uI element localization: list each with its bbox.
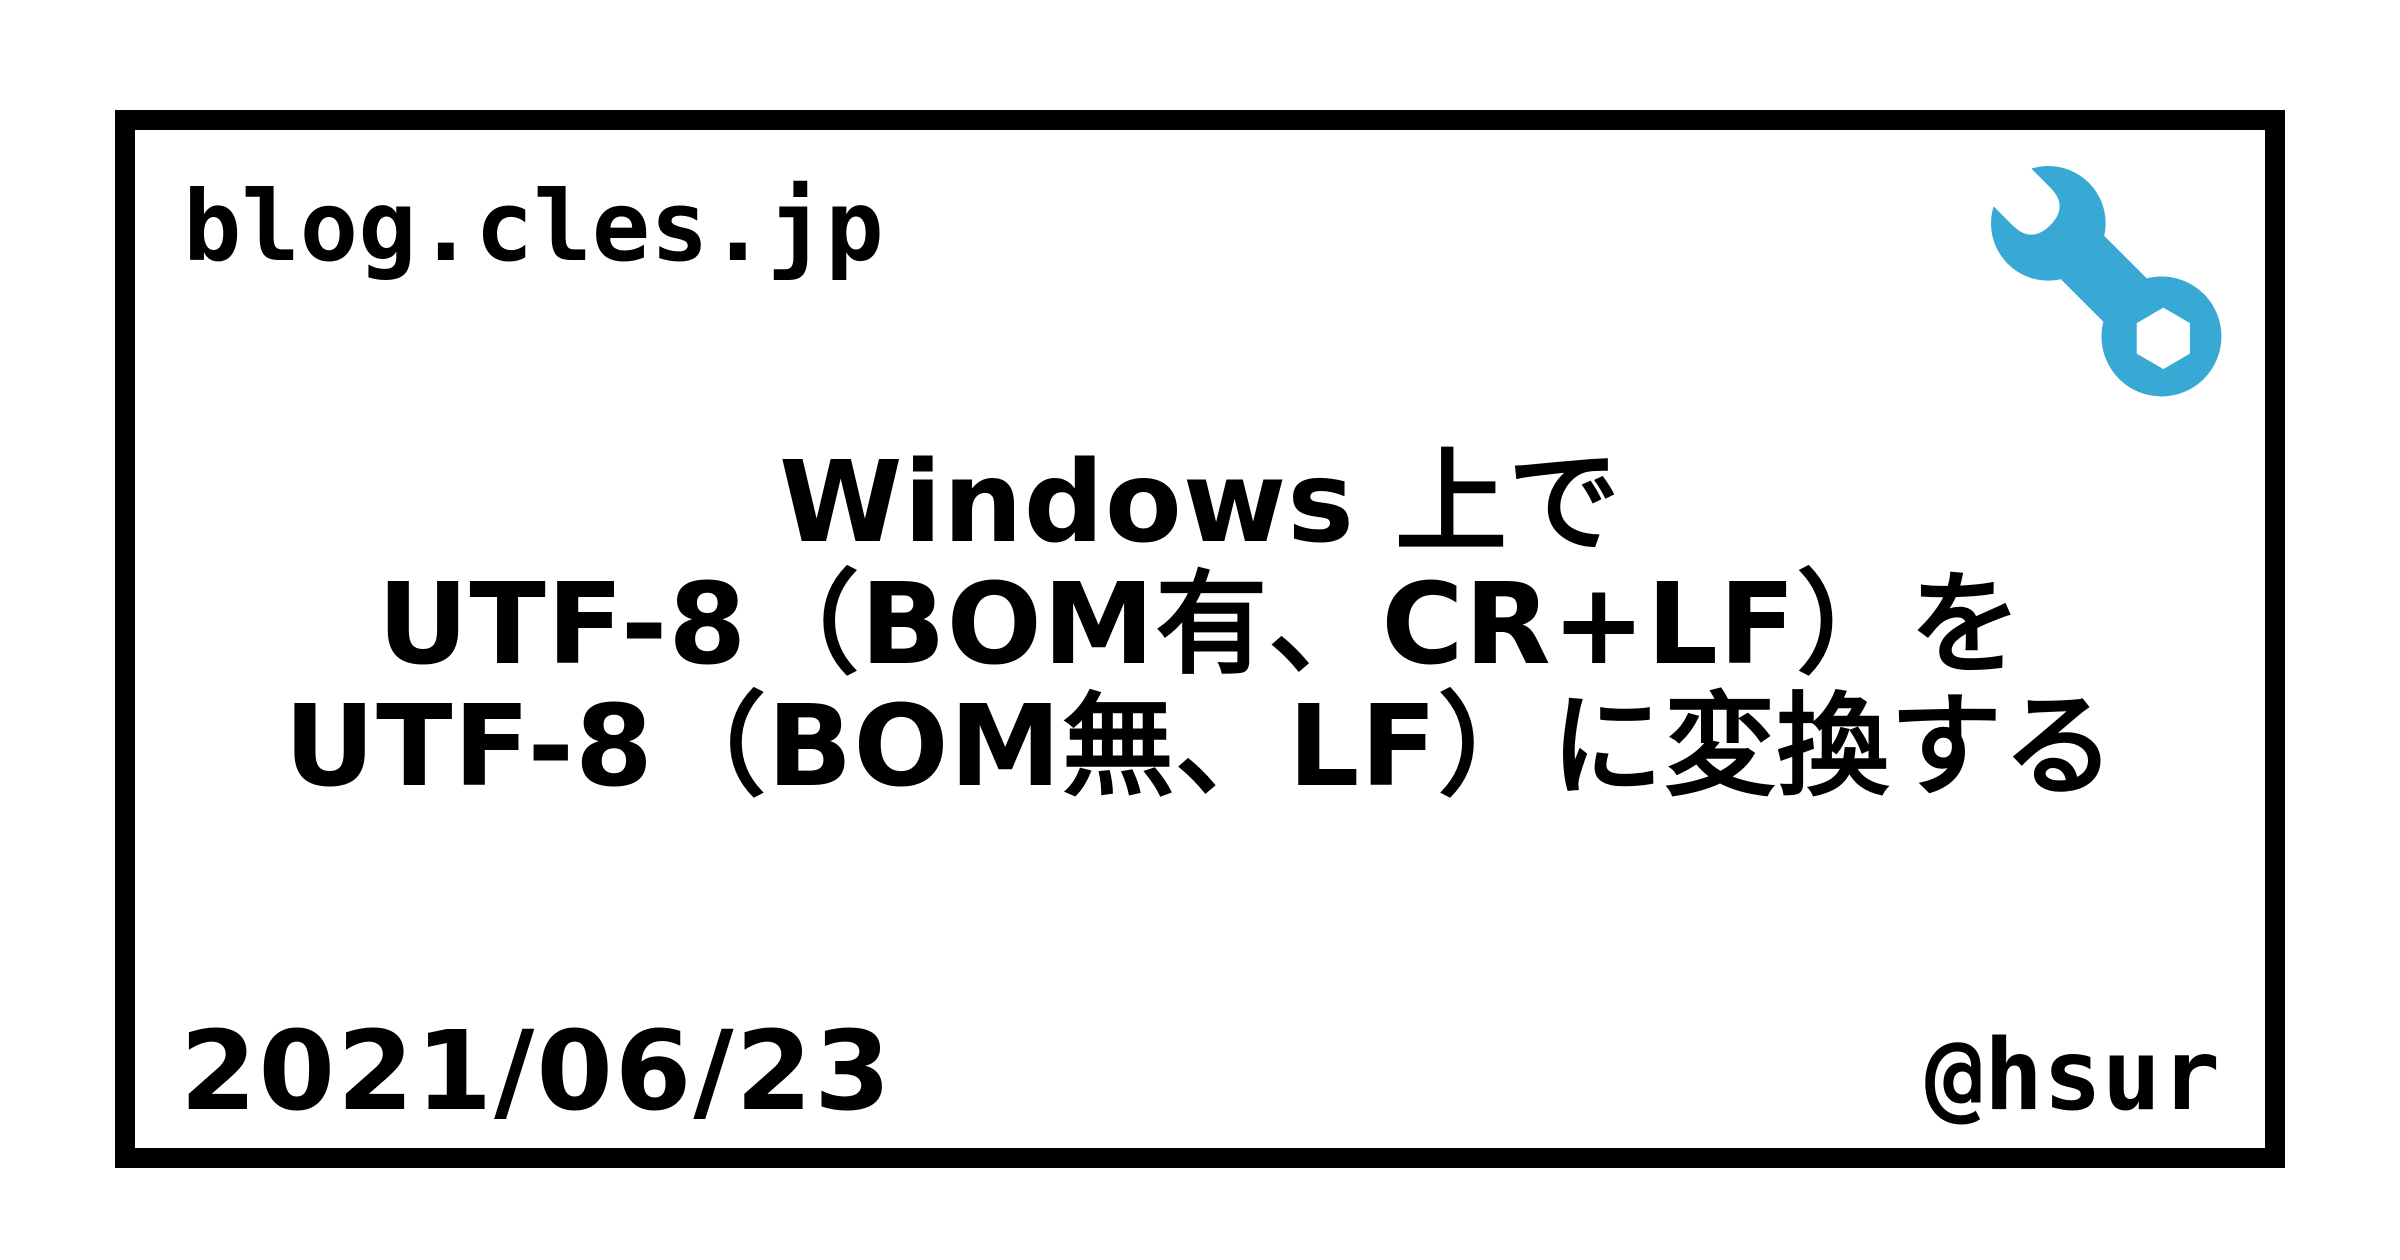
footer: 2021/06/23 @hsur <box>180 1016 2220 1126</box>
author-handle: @hsur <box>1924 1019 2220 1133</box>
og-card: blog.cles.jp Windows 上で UTF-8（BOM有、CR+LF… <box>115 110 2285 1168</box>
date-label: 2021/06/23 <box>180 1007 893 1135</box>
title-line-2: UTF-8（BOM有、CR+LF）を <box>377 560 2023 690</box>
wrench-icon <box>1967 142 2222 397</box>
title-line-1: Windows 上で <box>779 438 1621 568</box>
page-title: Windows 上で UTF-8（BOM有、CR+LF）を UTF-8（BOM無… <box>135 442 2265 808</box>
title-line-3: UTF-8（BOM無、LF）に変換する <box>284 682 2116 812</box>
site-label: blog.cles.jp <box>183 170 884 283</box>
